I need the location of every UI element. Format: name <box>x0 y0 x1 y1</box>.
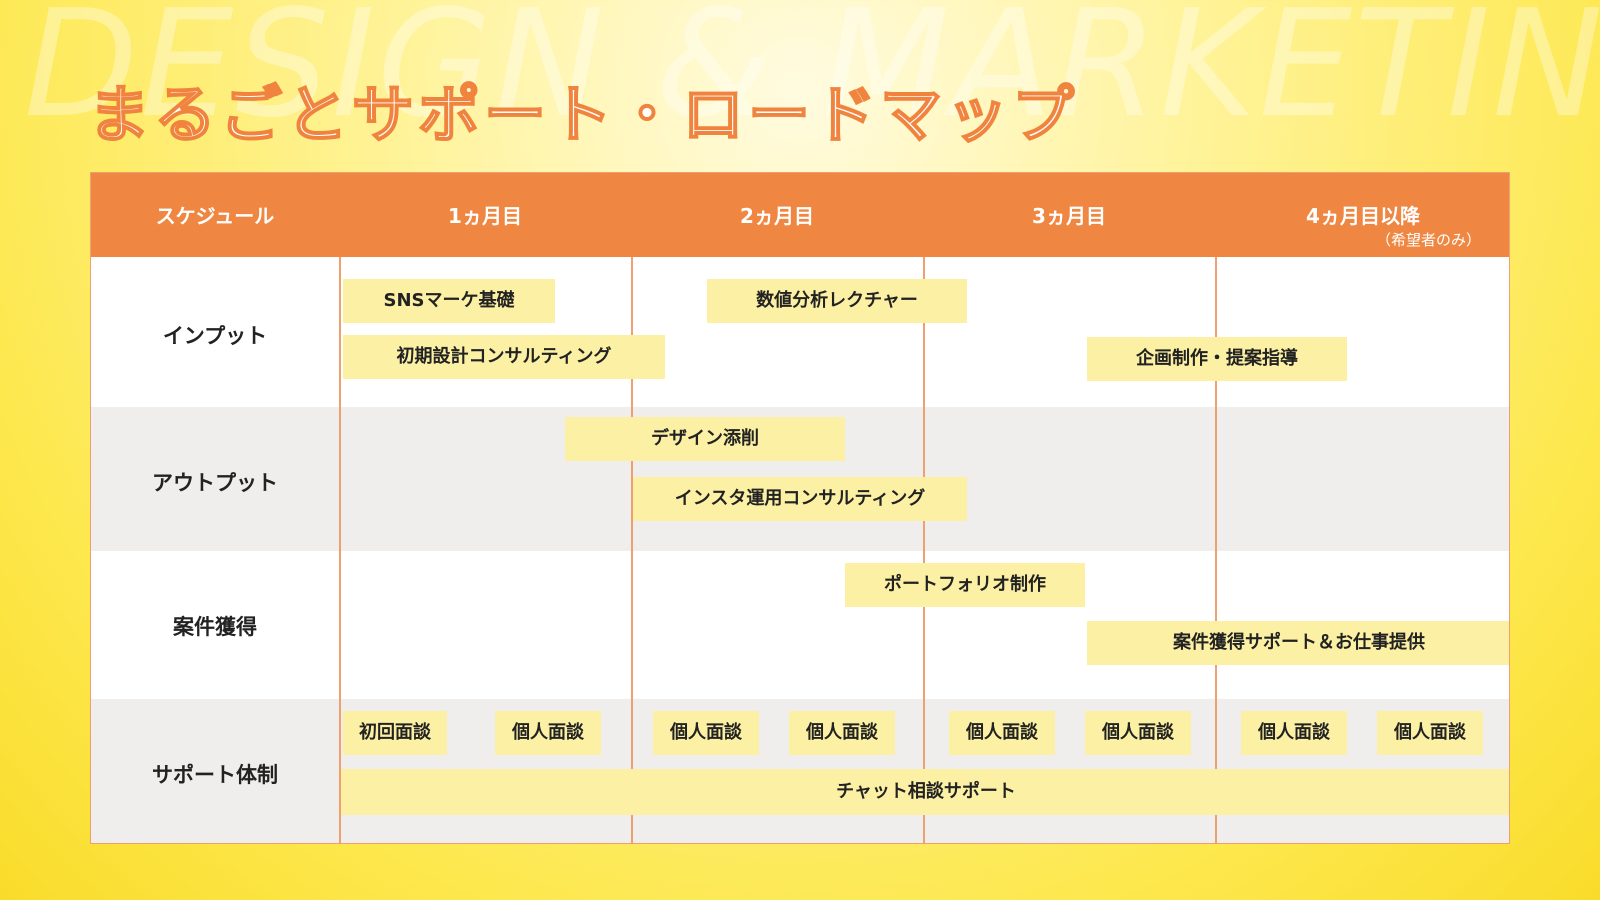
task-chat-support: チャット相談サポート <box>341 769 1509 815</box>
task-personal-meeting: 個人面談 <box>789 711 895 755</box>
grid-line <box>631 257 633 843</box>
task-personal-meeting: 個人面談 <box>653 711 759 755</box>
task-personal-meeting: 個人面談 <box>1241 711 1347 755</box>
task-planning-guidance: 企画制作・提案指導 <box>1087 337 1347 381</box>
watermark-text: DESIGN & MARKETING <box>24 0 1600 150</box>
header-month-2: 2ヵ月目 <box>740 204 814 228</box>
grid-line <box>923 257 925 843</box>
task-portfolio: ポートフォリオ制作 <box>845 563 1085 607</box>
table-header: スケジュール 1ヵ月目 2ヵ月目 3ヵ月目 4ヵ月目以降 （希望者のみ） <box>91 173 1509 257</box>
header-month-4-note: （希望者のみ） <box>1375 231 1481 249</box>
grid-line <box>1215 257 1217 843</box>
row-label-output: アウトプット <box>152 471 278 495</box>
task-personal-meeting: 個人面談 <box>495 711 601 755</box>
task-initial-consulting: 初期設計コンサルティング <box>343 335 665 379</box>
task-design-review: デザイン添削 <box>565 417 845 461</box>
task-personal-meeting: 個人面談 <box>1377 711 1483 755</box>
grid-line <box>339 257 341 843</box>
task-data-analysis: 数値分析レクチャー <box>707 279 967 323</box>
header-schedule: スケジュール <box>155 204 275 228</box>
task-personal-meeting: 個人面談 <box>949 711 1055 755</box>
task-job-support: 案件獲得サポート＆お仕事提供 <box>1087 621 1509 665</box>
header-month-4: 4ヵ月目以降 <box>1306 204 1420 228</box>
header-month-3: 3ヵ月目 <box>1032 204 1106 228</box>
task-sns-basics: SNSマーケ基礎 <box>343 279 555 323</box>
row-label-support: サポート体制 <box>152 763 278 787</box>
row-label-input: インプット <box>162 324 268 348</box>
task-insta-consulting: インスタ運用コンサルティング <box>633 477 967 521</box>
row-label-acquisition: 案件獲得 <box>173 615 257 639</box>
task-first-meeting: 初回面談 <box>343 711 447 755</box>
header-month-1: 1ヵ月目 <box>448 204 522 228</box>
task-personal-meeting: 個人面談 <box>1085 711 1191 755</box>
page-title: まるごとサポート・ロードマップ <box>87 77 1079 152</box>
roadmap-table: スケジュール 1ヵ月目 2ヵ月目 3ヵ月目 4ヵ月目以降 （希望者のみ） インプ… <box>90 172 1510 844</box>
